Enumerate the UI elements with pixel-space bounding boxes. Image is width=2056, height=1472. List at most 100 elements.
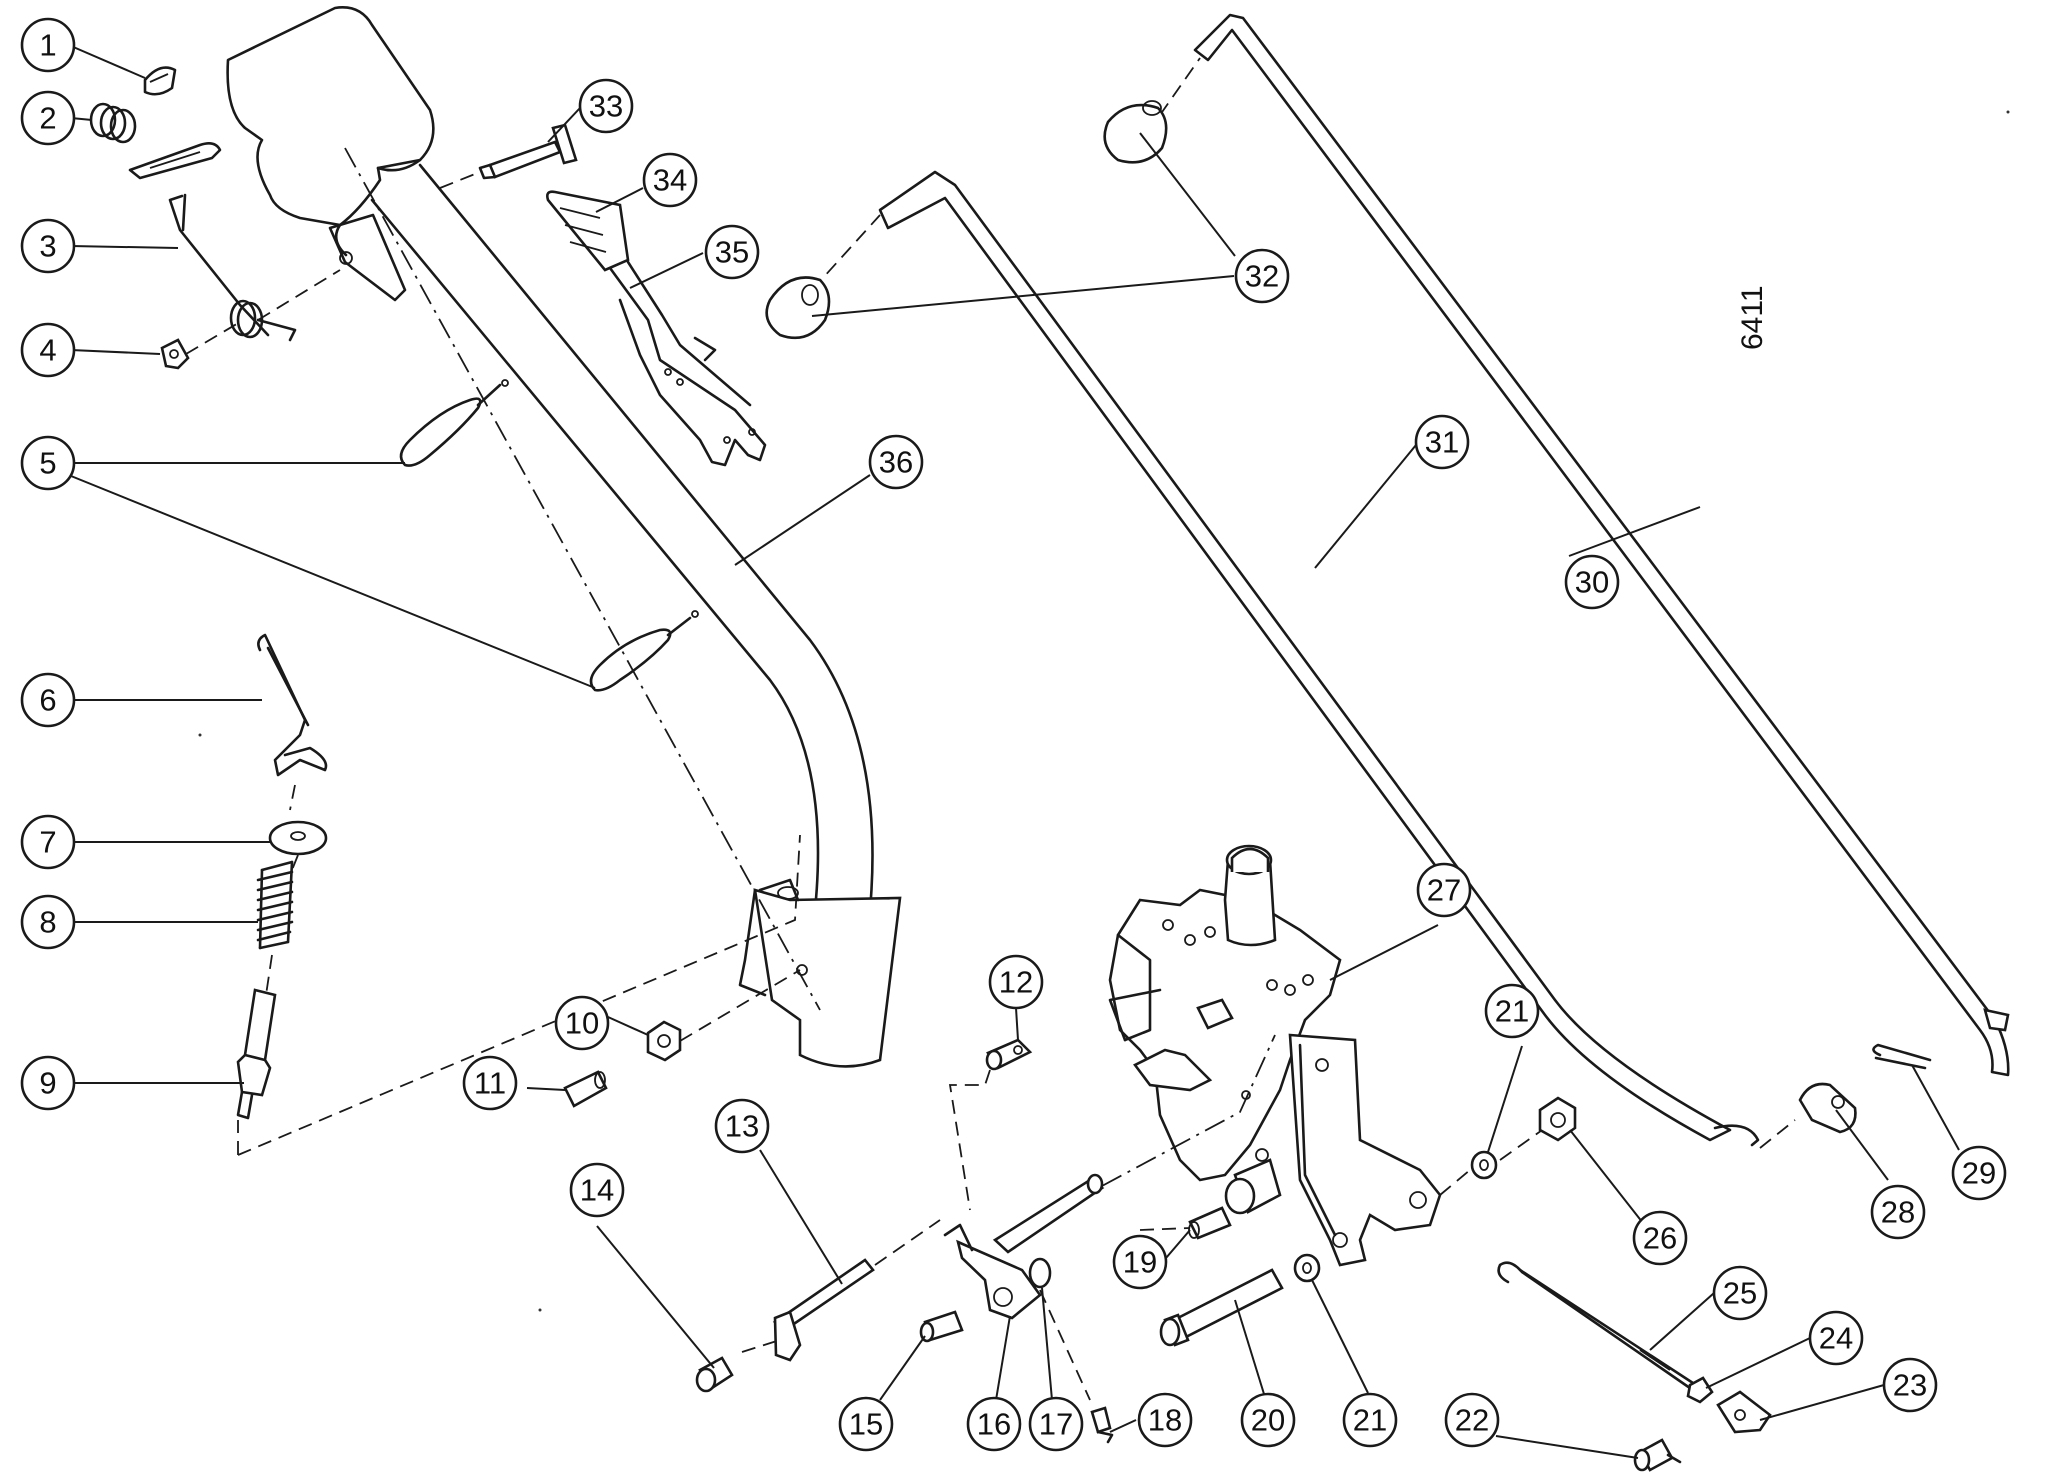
callout-18: 18 bbox=[1137, 1392, 1193, 1448]
callout-36: 36 bbox=[868, 434, 924, 490]
torsion-spring-3 bbox=[168, 193, 297, 342]
grip-cap-1 bbox=[143, 66, 177, 96]
callout-4: 4 bbox=[20, 322, 76, 378]
callout-label: 16 bbox=[977, 1407, 1011, 1442]
drawing-number: 6411 bbox=[1736, 285, 1769, 350]
callout-label: 34 bbox=[653, 163, 687, 198]
callout-label: 8 bbox=[39, 905, 56, 940]
cotter-pin-29 bbox=[1872, 1043, 1932, 1070]
shift-lever-35 bbox=[546, 190, 767, 467]
bolt-33 bbox=[478, 123, 578, 180]
callout-3: 3 bbox=[20, 218, 76, 274]
spring-2 bbox=[89, 102, 137, 144]
callout-label: 19 bbox=[1123, 1245, 1157, 1280]
pin-19 bbox=[1188, 1206, 1232, 1240]
callout-label: 29 bbox=[1962, 1156, 1996, 1191]
clip-17 bbox=[1028, 1257, 1052, 1289]
callout-19: 19 bbox=[1112, 1234, 1168, 1290]
washer-7 bbox=[268, 820, 328, 856]
bolt-20 bbox=[1159, 1268, 1284, 1347]
callout-label: 15 bbox=[849, 1407, 883, 1442]
handle-tube-36 bbox=[226, 6, 902, 1068]
callout-34: 34 bbox=[642, 152, 698, 208]
callout-label: 26 bbox=[1643, 1221, 1677, 1256]
rod-25 bbox=[1497, 1261, 1702, 1397]
hair-pin-5 bbox=[399, 379, 699, 692]
jam-nut-24 bbox=[1686, 1376, 1714, 1404]
clevis-pin-22 bbox=[1633, 1438, 1682, 1472]
callout-label: 3 bbox=[39, 229, 56, 264]
callout-label: 22 bbox=[1455, 1403, 1489, 1438]
callout-12: 12 bbox=[988, 954, 1044, 1010]
plunger-pin-9 bbox=[236, 988, 277, 1120]
callout-24: 24 bbox=[1808, 1310, 1864, 1366]
callout-label: 24 bbox=[1819, 1321, 1853, 1356]
callout-label: 1 bbox=[39, 28, 56, 63]
callout-15: 15 bbox=[838, 1396, 894, 1452]
callout-label: 35 bbox=[715, 235, 749, 270]
callout-11: 11 bbox=[462, 1055, 518, 1111]
callout-20: 20 bbox=[1240, 1392, 1296, 1448]
callout-13: 13 bbox=[714, 1098, 770, 1154]
callout-30: 30 bbox=[1564, 554, 1620, 610]
callout-label: 10 bbox=[565, 1006, 599, 1041]
callout-1: 1 bbox=[20, 17, 76, 73]
callout-label: 27 bbox=[1427, 873, 1461, 908]
callout-26: 26 bbox=[1632, 1210, 1688, 1266]
callout-10: 10 bbox=[554, 995, 610, 1051]
callout-16: 16 bbox=[966, 1396, 1022, 1452]
callouts: 1 2 3 4 5 6 7 8 9 10 11 12 13 14 15 16 1… bbox=[20, 17, 2007, 1452]
nut-4 bbox=[160, 338, 190, 370]
rod-30 bbox=[1193, 13, 2010, 1077]
callout-25: 25 bbox=[1712, 1265, 1768, 1321]
callout-9: 9 bbox=[20, 1055, 76, 1111]
callout-35: 35 bbox=[704, 224, 760, 280]
callout-label: 5 bbox=[39, 446, 56, 481]
callout-label: 31 bbox=[1425, 425, 1459, 460]
callout-32: 32 bbox=[1234, 248, 1290, 304]
callout-label: 28 bbox=[1881, 1195, 1915, 1230]
callout-label: 12 bbox=[999, 965, 1033, 1000]
callout-label: 23 bbox=[1893, 1368, 1927, 1403]
callout-label: 6 bbox=[39, 683, 56, 718]
callout-17: 17 bbox=[1028, 1396, 1084, 1452]
clip-18 bbox=[1090, 1406, 1114, 1444]
pin-15 bbox=[919, 1310, 964, 1343]
callout-23: 23 bbox=[1882, 1357, 1938, 1413]
callout-label: 7 bbox=[39, 825, 56, 860]
callout-21: 21 bbox=[1342, 1392, 1398, 1448]
arm-16 bbox=[943, 1173, 1105, 1320]
callout-27: 27 bbox=[1416, 862, 1472, 918]
callout-29: 29 bbox=[1951, 1145, 2007, 1201]
callout-33: 33 bbox=[578, 78, 634, 134]
callout-14: 14 bbox=[569, 1162, 625, 1218]
callout-28: 28 bbox=[1870, 1184, 1926, 1240]
callout-22: 22 bbox=[1444, 1392, 1500, 1448]
part-drawings bbox=[89, 6, 2010, 1472]
callout-label: 21 bbox=[1353, 1403, 1387, 1438]
callout-label: 18 bbox=[1148, 1403, 1182, 1438]
bushing-14 bbox=[695, 1356, 734, 1393]
callout-label: 36 bbox=[879, 445, 913, 480]
callout-label: 4 bbox=[39, 333, 56, 368]
compression-spring-8 bbox=[256, 860, 294, 950]
spacer-11 bbox=[563, 1070, 608, 1108]
callout-label: 13 bbox=[725, 1109, 759, 1144]
ferrule-28 bbox=[1798, 1082, 1857, 1134]
callout-8: 8 bbox=[20, 894, 76, 950]
callout-label: 14 bbox=[580, 1173, 614, 1208]
callout-label: 2 bbox=[39, 101, 56, 136]
nut-26 bbox=[1538, 1096, 1577, 1142]
callout-label: 33 bbox=[589, 89, 623, 124]
callout-label: 32 bbox=[1245, 259, 1279, 294]
callout-7: 7 bbox=[20, 814, 76, 870]
callout-label: 17 bbox=[1039, 1407, 1073, 1442]
lock-pin-6 bbox=[257, 633, 328, 777]
shaft-13 bbox=[772, 1258, 875, 1362]
callout-label: 21 bbox=[1495, 994, 1529, 1029]
callout-label: 30 bbox=[1575, 565, 1609, 600]
hex-nut-10 bbox=[646, 1020, 682, 1062]
callout-label: 11 bbox=[474, 1066, 506, 1101]
rod-31 bbox=[878, 170, 1760, 1147]
